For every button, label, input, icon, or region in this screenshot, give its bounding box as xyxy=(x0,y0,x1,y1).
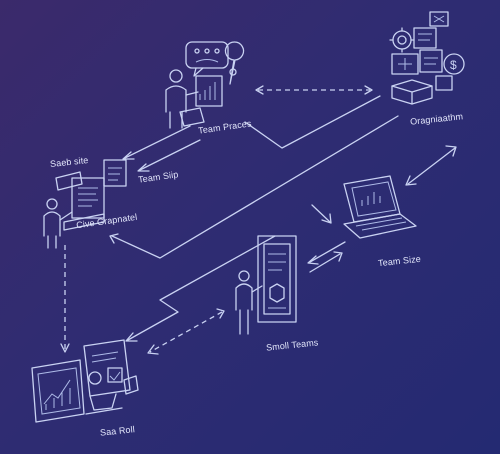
link-laptop-teams-1 xyxy=(309,241,346,263)
arrowhead-to-laptop xyxy=(321,213,332,224)
team-process-illustration xyxy=(165,41,245,129)
arrowhead-civic xyxy=(109,233,119,244)
link-org-laptop xyxy=(407,147,456,185)
organization-illustration: $ xyxy=(389,11,465,105)
link-teams-left xyxy=(127,235,276,341)
link-process-sales-2 xyxy=(139,139,201,171)
link-laptop-teams-2 xyxy=(309,253,341,273)
arrowhead-vertical xyxy=(60,343,70,353)
sales-roll-illustration xyxy=(31,339,139,423)
arrowhead-left xyxy=(255,85,264,95)
svg-text:$: $ xyxy=(450,58,457,72)
dashed-link-bottom xyxy=(149,311,223,353)
link-process-org xyxy=(244,95,381,149)
link-to-laptop xyxy=(311,204,331,223)
arrowhead-right xyxy=(364,85,373,95)
arrowhead-laptop xyxy=(405,175,417,186)
arrowhead-lt-2 xyxy=(333,251,343,262)
sales-site-illustration xyxy=(43,159,127,249)
link-org-civic xyxy=(111,115,399,259)
arrowhead-sales-1 xyxy=(122,151,135,160)
arrowhead-sales-2 xyxy=(137,163,150,172)
arrowhead-dash-right xyxy=(216,308,225,319)
arrowhead-lt-1 xyxy=(307,255,319,265)
connectors xyxy=(60,85,457,355)
team-size-illustration xyxy=(343,175,417,239)
arrowhead-org xyxy=(445,145,457,157)
small-teams-illustration xyxy=(235,235,297,335)
arrowhead-teams-left xyxy=(125,332,138,342)
link-process-sales-1 xyxy=(124,125,191,159)
arrowhead-dash-left xyxy=(147,344,159,355)
